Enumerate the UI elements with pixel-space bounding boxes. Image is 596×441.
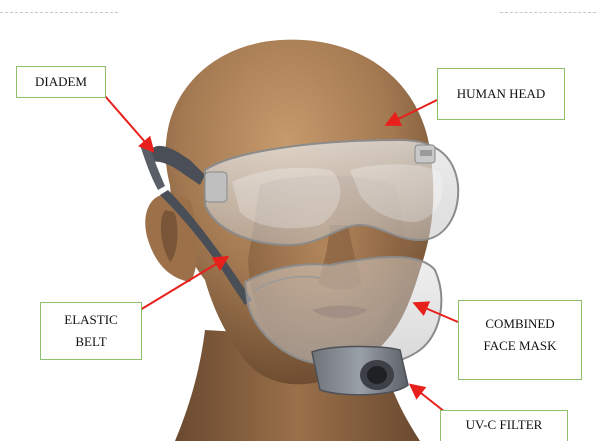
ear <box>145 194 197 282</box>
label-elastic-belt-line2: BELT <box>41 331 141 353</box>
label-human-head-text: HUMAN HEAD <box>438 69 564 118</box>
label-combined-face-mask: COMBINED FACE MASK <box>458 300 582 380</box>
goggles <box>205 140 458 245</box>
label-human-head: HUMAN HEAD <box>437 68 565 120</box>
label-elastic-belt-line1: ELASTIC <box>41 309 141 331</box>
uvc-filter-unit <box>312 346 408 394</box>
label-face-mask-line2: FACE MASK <box>459 335 581 357</box>
label-uvc-filter: UV-C FILTER <box>440 410 568 441</box>
arrow-diadem <box>105 96 152 150</box>
arrow-uvc-filter <box>412 386 445 412</box>
label-uvc-filter-text: UV-C FILTER <box>441 411 567 439</box>
label-elastic-belt: ELASTIC BELT <box>40 302 142 360</box>
label-diadem-text: DIADEM <box>17 67 105 96</box>
label-face-mask-line1: COMBINED <box>459 313 581 335</box>
label-diadem: DIADEM <box>16 66 106 98</box>
